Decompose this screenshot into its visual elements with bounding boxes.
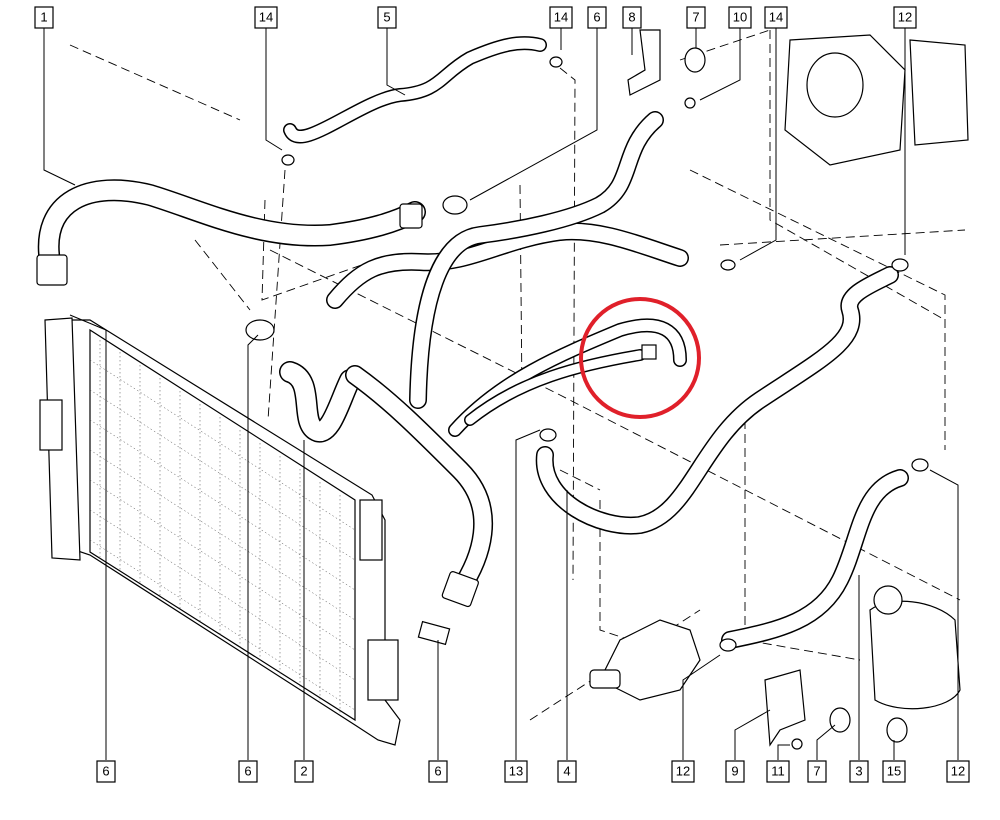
- callout-8: 8: [622, 6, 642, 29]
- hose-4: [535, 266, 899, 535]
- svg-text:3: 3: [855, 763, 862, 778]
- hose-3: [721, 469, 909, 649]
- expansion-tank: [869, 585, 961, 710]
- callout-11: 11: [766, 760, 790, 783]
- callout-13: 13: [504, 760, 528, 783]
- highlight-circle: [579, 297, 701, 419]
- svg-text:9: 9: [731, 763, 738, 778]
- hose-5: [283, 36, 547, 144]
- callout-12c: 12: [946, 760, 970, 783]
- callout-10: 10: [728, 6, 752, 29]
- svg-text:12: 12: [898, 9, 912, 24]
- callout-5: 5: [377, 6, 397, 29]
- svg-text:15: 15: [887, 763, 901, 778]
- callout-14b: 14: [549, 6, 573, 29]
- svg-text:14: 14: [769, 9, 783, 24]
- callout-6d: 6: [428, 760, 448, 783]
- callout-9: 9: [725, 760, 745, 783]
- callout-14a: 14: [254, 6, 278, 29]
- callout-3: 3: [849, 760, 869, 783]
- svg-text:2: 2: [300, 763, 307, 778]
- svg-text:14: 14: [259, 9, 273, 24]
- dashed-reference-lines: [69, 29, 966, 721]
- hose-central-network: [326, 111, 689, 646]
- highlighted-hose: [448, 318, 687, 437]
- hose-2: [279, 361, 361, 443]
- callout-12a: 12: [893, 6, 917, 29]
- svg-text:6: 6: [244, 763, 251, 778]
- callout-15: 15: [882, 760, 906, 783]
- callout-1: 1: [34, 6, 54, 29]
- svg-text:7: 7: [813, 763, 820, 778]
- clamps: [245, 29, 929, 750]
- svg-text:13: 13: [509, 763, 523, 778]
- svg-text:7: 7: [692, 9, 699, 24]
- svg-text:10: 10: [733, 9, 747, 24]
- svg-text:6: 6: [434, 763, 441, 778]
- leader-lines: [43, 28, 959, 760]
- svg-text:6: 6: [102, 763, 109, 778]
- radiator: [39, 317, 401, 746]
- svg-text:12: 12: [676, 763, 690, 778]
- svg-text:1: 1: [40, 9, 47, 24]
- svg-text:8: 8: [628, 9, 635, 24]
- callout-6c: 6: [238, 760, 258, 783]
- svg-text:11: 11: [771, 763, 785, 778]
- svg-text:14: 14: [554, 9, 568, 24]
- svg-text:5: 5: [383, 9, 390, 24]
- callout-7b: 7: [807, 760, 827, 783]
- thermostat-housing: [589, 619, 701, 701]
- svg-text:12: 12: [951, 763, 965, 778]
- hose-1: [36, 179, 426, 286]
- svg-text:4: 4: [563, 763, 570, 778]
- radiator-core-grid: [89, 340, 356, 713]
- callout-12b: 12: [671, 760, 695, 783]
- callout-7a: 7: [686, 6, 706, 29]
- callout-6b: 6: [96, 760, 116, 783]
- callout-4: 4: [557, 760, 577, 783]
- callout-6a: 6: [587, 6, 607, 29]
- callout-2: 2: [294, 760, 314, 783]
- svg-text:6: 6: [593, 9, 600, 24]
- callout-14c: 14: [764, 6, 788, 29]
- engine-block: [784, 34, 969, 166]
